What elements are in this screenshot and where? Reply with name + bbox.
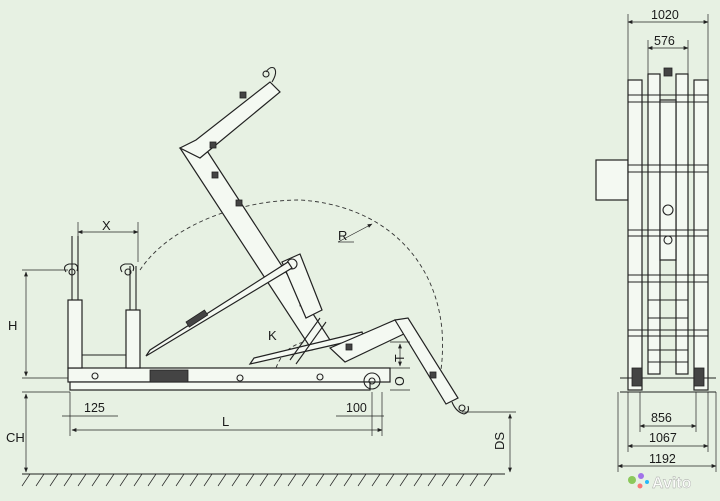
dim-100: 100 — [336, 392, 384, 436]
label-1067: 1067 — [649, 431, 677, 445]
label-1192: 1192 — [649, 452, 676, 466]
dim-l: L — [71, 392, 383, 436]
side-view: X R K H CH 125 — [6, 66, 516, 473]
container-front-frame — [64, 236, 141, 369]
dim-1192: 1192 — [617, 392, 717, 472]
watermark-text: Avito — [652, 475, 692, 492]
hydraulic-block — [149, 369, 189, 383]
dim-t: T — [390, 341, 410, 367]
ground-line — [21, 473, 505, 487]
label-856: 856 — [651, 411, 672, 425]
dim-o: O — [390, 367, 410, 391]
label-h: H — [8, 318, 17, 333]
side-box — [595, 159, 629, 201]
rear-view: 1020 576 856 1067 1192 — [595, 8, 717, 472]
label-k: K — [268, 328, 277, 343]
hydraulic-cylinders — [145, 261, 365, 365]
label-ds: DS — [492, 432, 507, 450]
label-ch: CH — [6, 430, 25, 445]
dim-h: H — [8, 269, 68, 379]
dim-ch: CH — [6, 391, 70, 473]
label-l: L — [222, 414, 229, 429]
hook-swing-arc — [139, 199, 443, 393]
label-576: 576 — [654, 34, 675, 48]
avito-watermark: Avito — [628, 473, 692, 492]
dim-576: 576 — [647, 34, 689, 74]
chassis-frame — [67, 367, 391, 383]
label-o: O — [393, 376, 407, 386]
hook-arm-raised — [178, 66, 331, 351]
label-1020: 1020 — [651, 8, 679, 22]
label-100: 100 — [346, 401, 367, 415]
label-x: X — [102, 218, 111, 233]
hook-arm-lowered — [328, 317, 470, 415]
dim-r: R — [337, 223, 373, 243]
dim-1020: 1020 — [627, 8, 709, 80]
dim-125: 125 — [62, 392, 118, 436]
label-125: 125 — [84, 401, 105, 415]
label-t: T — [393, 354, 407, 362]
dim-856: 856 — [639, 392, 697, 432]
dim-ds: DS — [462, 411, 516, 473]
dim-x: X — [77, 218, 139, 262]
dim-1067: 1067 — [627, 392, 709, 452]
label-r: R — [338, 228, 347, 243]
rear-roller — [363, 372, 381, 390]
